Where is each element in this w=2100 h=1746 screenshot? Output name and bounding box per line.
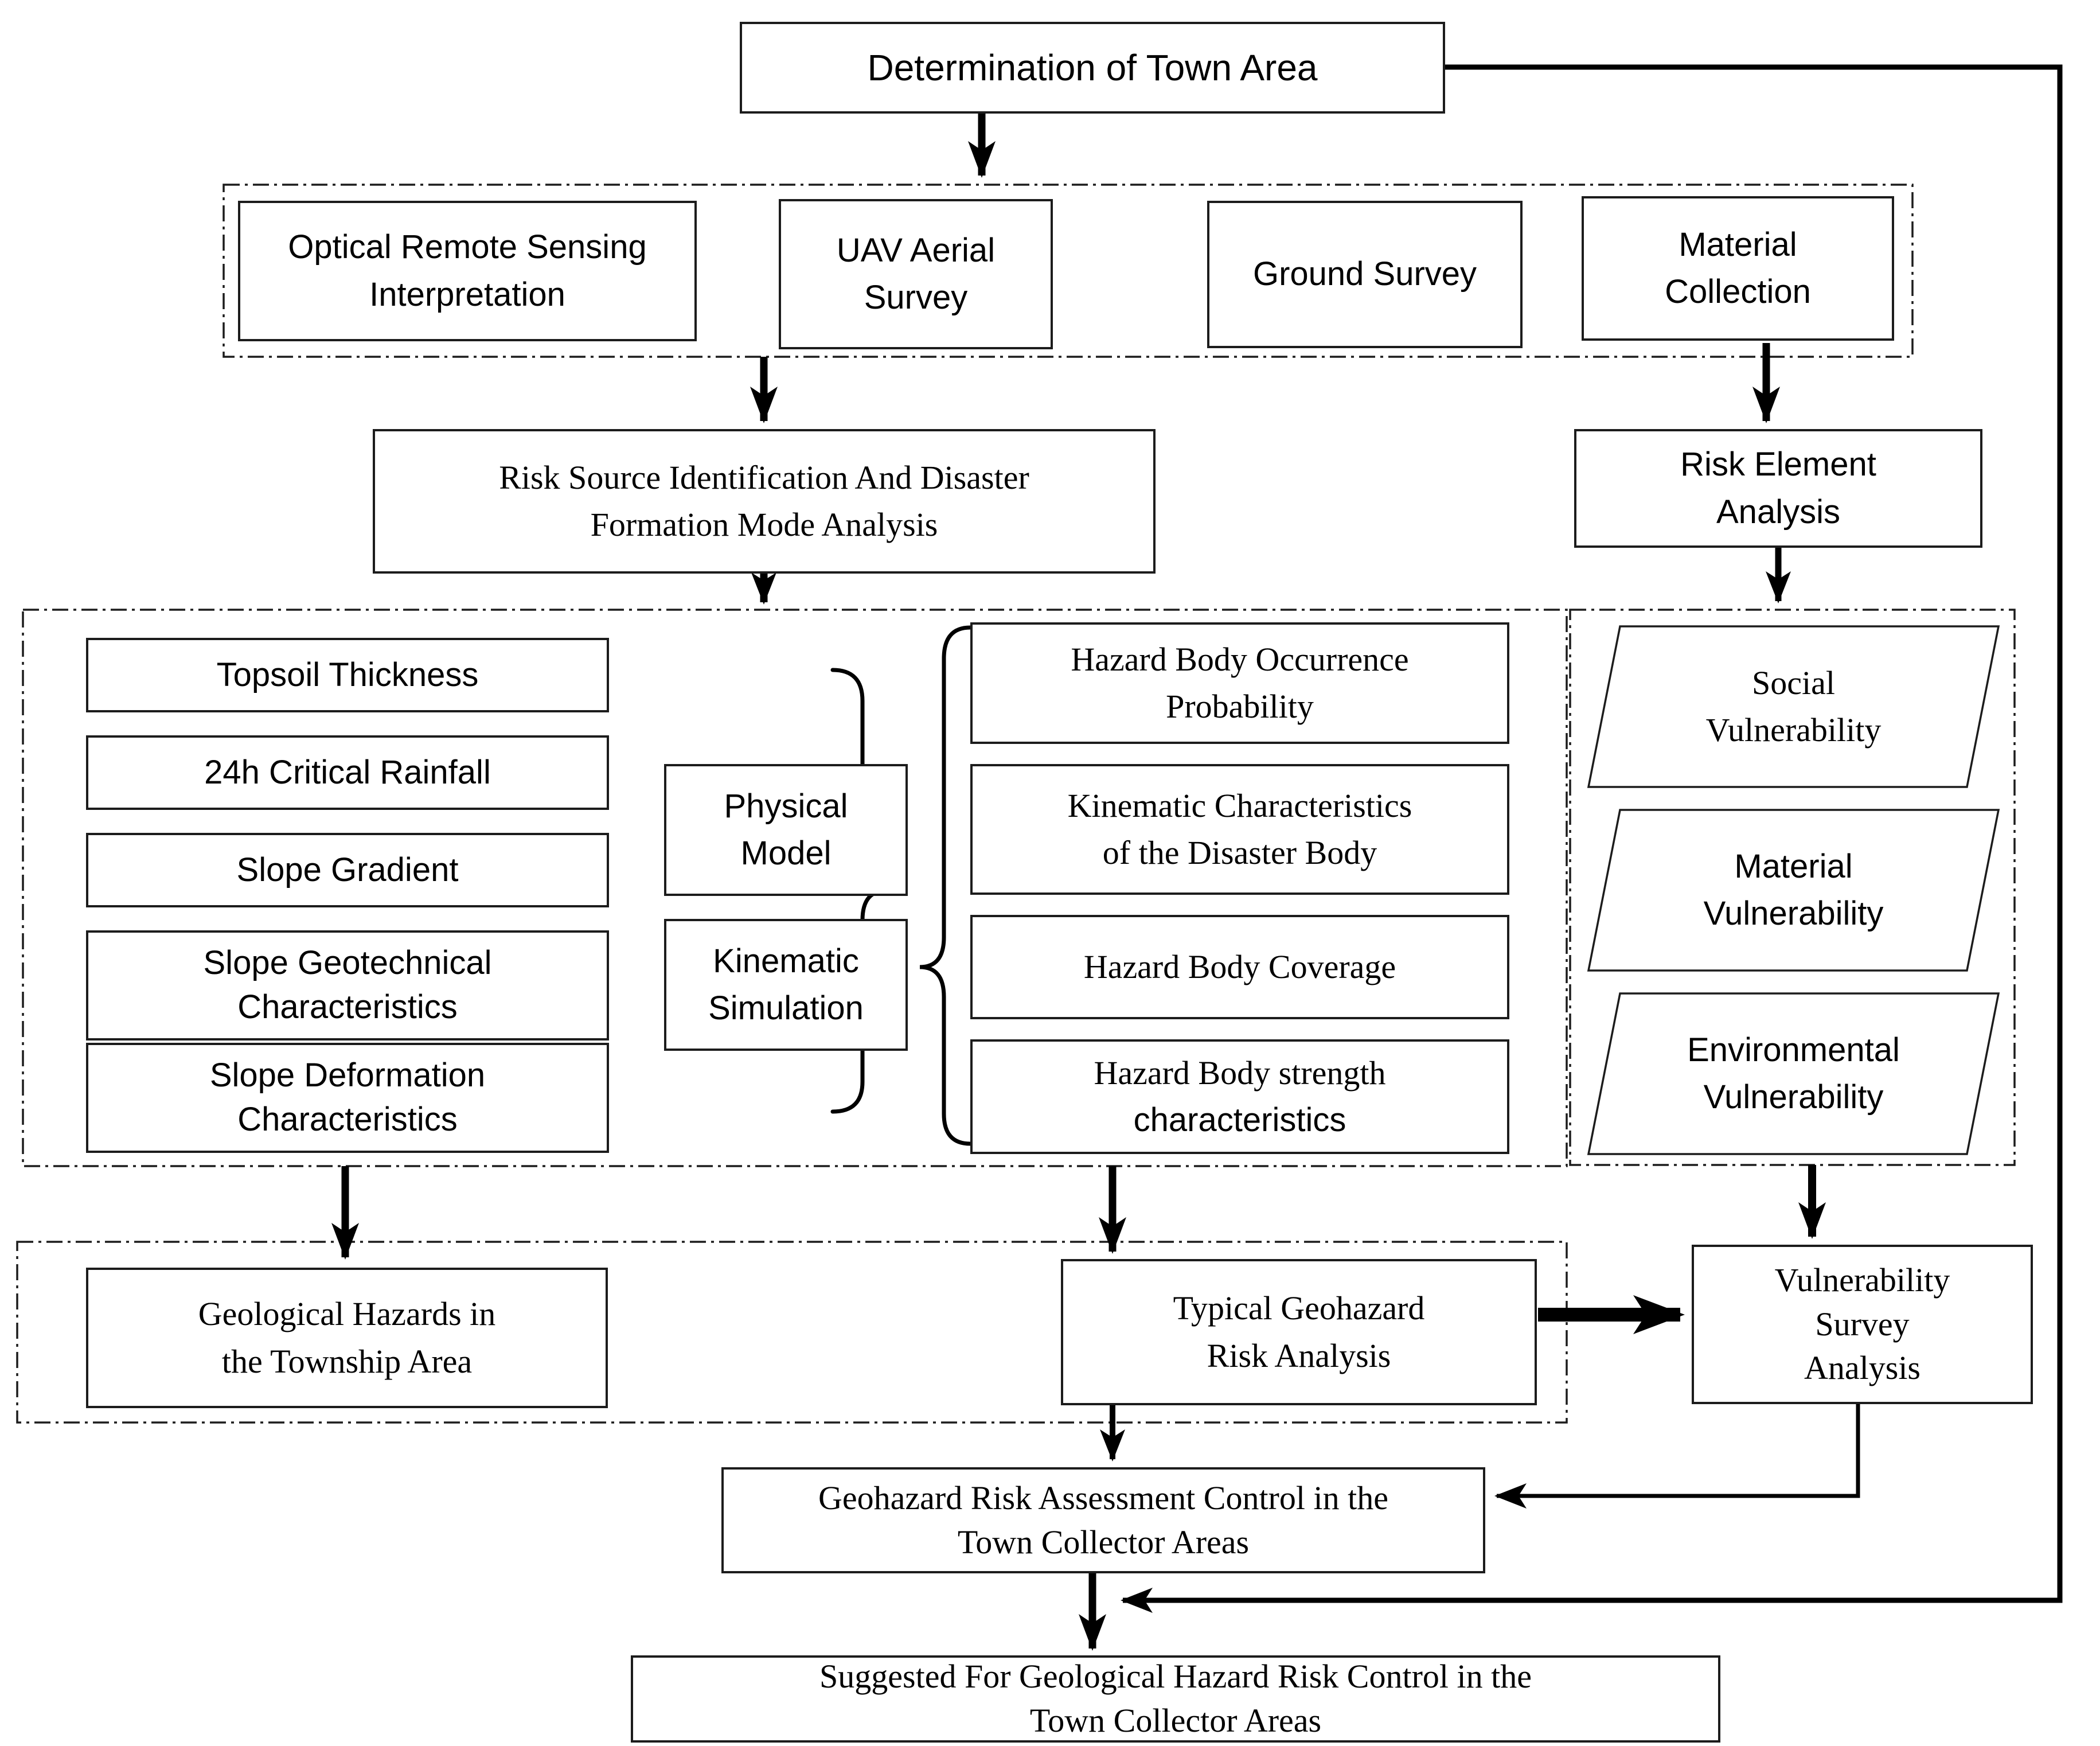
node-label: Vulnerability xyxy=(1703,1078,1884,1116)
node-label: Environmental xyxy=(1687,1031,1900,1069)
node-label: Risk Element xyxy=(1680,446,1876,484)
node-material-vulnerability: Material Vulnerability xyxy=(1588,810,1998,971)
node-label: Simulation xyxy=(708,989,864,1027)
node-label: UAV Aerial xyxy=(836,231,996,269)
node-slope-geotechnical-characteristics: Slope Geotechnical Characteristics xyxy=(86,930,609,1040)
material-vulnerability-shape xyxy=(1587,809,2000,972)
node-label: of the Disaster Body xyxy=(1102,834,1377,871)
node-label: Risk Analysis xyxy=(1207,1336,1391,1374)
node-label: Slope Geotechnical xyxy=(203,944,492,982)
social-vulnerability-shape xyxy=(1587,625,2000,788)
node-typical-geohazard-risk-analysis: Typical Geohazard Risk Analysis xyxy=(1061,1259,1537,1405)
node-label: Determination of Town Area xyxy=(867,46,1318,88)
node-risk-element-analysis: Risk Element Analysis xyxy=(1574,429,1982,548)
node-topsoil-thickness: Topsoil Thickness xyxy=(86,638,609,712)
environmental-vulnerability-shape xyxy=(1587,992,2000,1155)
node-label: Characteristics xyxy=(237,988,458,1026)
node-label: Geological Hazards in xyxy=(198,1295,496,1333)
hazard-factor-group xyxy=(22,609,1568,1167)
township-hazard-group xyxy=(16,1241,1568,1424)
node-label: Material xyxy=(1679,225,1797,263)
node-geological-hazards-township: Geological Hazards in the Township Area xyxy=(86,1268,608,1408)
vulnerability-element-group xyxy=(1569,609,2016,1166)
node-label: Characteristics xyxy=(237,1101,458,1138)
node-label: Physical xyxy=(724,787,848,825)
node-24h-critical-rainfall: 24h Critical Rainfall xyxy=(86,735,609,810)
node-label: Collection xyxy=(1665,273,1811,310)
node-label: 24h Critical Rainfall xyxy=(204,753,491,791)
node-label: Town Collector Areas xyxy=(1029,1702,1322,1739)
node-label: Interpretation xyxy=(369,275,565,313)
node-label: Geohazard Risk Assessment Control in the xyxy=(818,1479,1388,1517)
node-label: Ground Survey xyxy=(1252,255,1477,293)
node-label: Vulnerability xyxy=(1705,711,1882,749)
node-label: characteristics xyxy=(1133,1101,1346,1139)
node-label: Hazard Body strength xyxy=(1094,1054,1386,1092)
node-slope-deformation-characteristics: Slope Deformation Characteristics xyxy=(86,1043,609,1153)
node-kinematic-simulation: Kinematic Simulation xyxy=(664,919,908,1051)
node-physical-model: Physical Model xyxy=(664,764,908,896)
node-label: Kinematic xyxy=(713,942,859,980)
node-label: Probability xyxy=(1166,688,1314,725)
node-label: Risk Source Identification And Disaster xyxy=(499,458,1029,496)
node-geohazard-risk-assessment-control: Geohazard Risk Assessment Control in the… xyxy=(721,1467,1485,1573)
feedback-line-determination xyxy=(1121,64,2063,1613)
node-label: Formation Mode Analysis xyxy=(590,506,938,543)
brace-hazard-outputs xyxy=(919,625,973,1146)
node-label: Slope Deformation xyxy=(209,1057,486,1094)
node-label: Slope Gradient xyxy=(236,851,459,888)
node-risk-source-identification: Risk Source Identification And Disaster … xyxy=(373,429,1156,574)
node-environmental-vulnerability: Environmental Vulnerability xyxy=(1588,993,1998,1154)
node-label: Social xyxy=(1752,664,1835,701)
node-hazard-body-strength-characteristics: Hazard Body strength characteristics xyxy=(970,1039,1509,1154)
node-label: Vulnerability xyxy=(1774,1261,1950,1299)
node-slope-gradient: Slope Gradient xyxy=(86,833,609,907)
node-suggested-risk-control: Suggested For Geological Hazard Risk Con… xyxy=(631,1655,1720,1743)
node-label: Survey xyxy=(864,279,968,316)
node-label: Material xyxy=(1734,847,1853,885)
node-label: Model xyxy=(740,835,832,872)
node-label: Hazard Body Occurrence xyxy=(1071,640,1409,678)
node-vulnerability-survey-analysis: Vulnerability Survey Analysis xyxy=(1692,1245,2033,1404)
node-ground-survey: Ground Survey xyxy=(1207,201,1523,348)
node-label: Town Collector Areas xyxy=(957,1523,1250,1561)
node-material-collection: Material Collection xyxy=(1582,196,1894,341)
node-label: Hazard Body Coverage xyxy=(1083,948,1396,985)
node-kinematic-characteristics-disaster-body: Kinematic Characteristics of the Disaste… xyxy=(970,764,1509,895)
node-determination-of-town-area: Determination of Town Area xyxy=(740,22,1445,114)
node-label: Suggested For Geological Hazard Risk Con… xyxy=(819,1658,1532,1696)
node-uav-aerial-survey: UAV Aerial Survey xyxy=(779,199,1053,349)
arrow-survey-to-control xyxy=(1494,1404,1860,1509)
node-label: Analysis xyxy=(1804,1349,1921,1387)
node-optical-remote-sensing: Optical Remote Sensing Interpretation xyxy=(238,201,697,341)
node-hazard-body-occurrence-probability: Hazard Body Occurrence Probability xyxy=(970,622,1509,744)
node-label: Analysis xyxy=(1716,493,1840,531)
node-label: Survey xyxy=(1815,1305,1910,1343)
node-social-vulnerability: Social Vulnerability xyxy=(1588,626,1998,787)
node-label: Typical Geohazard xyxy=(1173,1289,1425,1327)
node-label: the Township Area xyxy=(221,1342,473,1380)
node-label: Topsoil Thickness xyxy=(216,656,479,693)
survey-methods-group xyxy=(223,184,1914,358)
node-label: Vulnerability xyxy=(1703,895,1884,932)
node-hazard-body-coverage: Hazard Body Coverage xyxy=(970,915,1509,1019)
node-label: Kinematic Characteristics xyxy=(1067,786,1412,824)
node-label: Optical Remote Sensing xyxy=(288,228,647,266)
